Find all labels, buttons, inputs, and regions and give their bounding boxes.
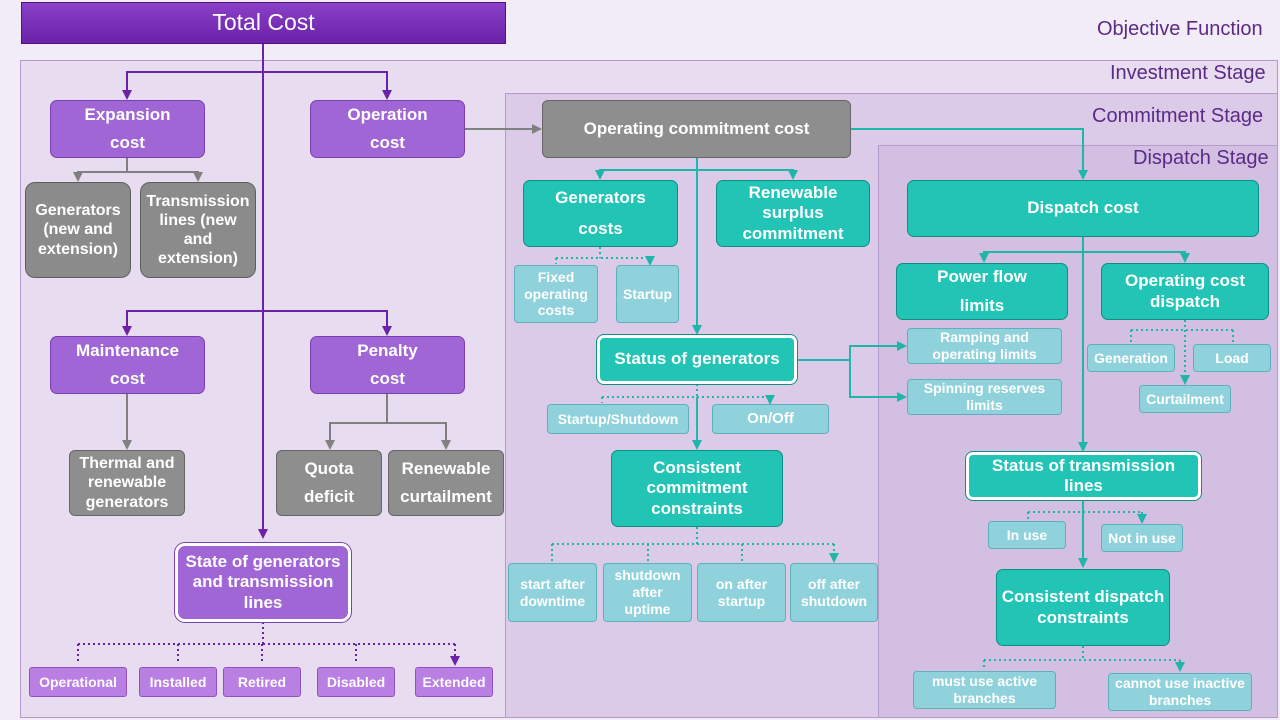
renewable-surplus-box: Renewable surplus commitment [716,180,870,247]
maintenance-cost-line1: Maintenance [76,340,179,360]
state-extended-box: Extended [415,667,493,697]
quota-deficit-box: Quota deficit [276,450,382,516]
thermal-renewable-box: Thermal and renewable generators [69,450,185,516]
total-cost-title: Total Cost [21,2,506,44]
consistent-dispatch-box: Consistent dispatch constraints [996,569,1170,646]
start-after-downtime-box: start after downtime [508,563,597,622]
quota-deficit-line1: Quota [304,458,354,478]
power-flow-limits-box: Power flow limits [896,263,1068,320]
maintenance-cost-line2: cost [110,369,145,388]
maintenance-cost-box: Maintenance cost [50,336,205,394]
transmission-new-box: Transmission lines (new and extension) [140,182,256,278]
fixed-operating-costs-box: Fixed operating costs [514,265,598,323]
commitment-stage-label: Commitment Stage [1092,105,1264,127]
generation-box: Generation [1087,344,1175,372]
power-flow-line2: limits [959,295,1005,315]
must-use-active-branches-box: must use active branches [913,671,1056,709]
operation-cost-line1: Operation [347,104,428,124]
renewable-curtailment-box: Renewable curtailment [388,450,504,516]
power-flow-line1: Power flow [937,267,1027,287]
startup-box: Startup [616,265,679,323]
penalty-cost-box: Penalty cost [310,336,465,394]
quota-deficit-line2: deficit [303,487,355,506]
on-after-startup-box: on after startup [697,563,786,622]
state-operational-box: Operational [29,667,127,697]
dispatch-stage-label: Dispatch Stage [1133,147,1269,169]
state-disabled-box: Disabled [317,667,395,697]
operation-cost-box: Operation cost [310,100,465,158]
ramping-limits-box: Ramping and operating limits [907,328,1062,364]
state-generators-lines-box: State of generators and transmission lin… [175,543,351,622]
operation-cost-line2: cost [370,133,405,152]
operating-commitment-cost-box: Operating commitment cost [542,100,851,158]
in-use-box: In use [988,521,1066,549]
generators-costs-line1: Generators [555,188,646,208]
curtailment-box: Curtailment [1139,385,1231,413]
expansion-cost-box: Expansion cost [50,100,205,158]
cannot-use-inactive-branches-box: cannot use inactive branches [1108,673,1252,711]
on-off-box: On/Off [712,404,829,434]
investment-stage-label: Investment Stage [1110,62,1266,84]
generators-costs-box: Generators costs [523,180,678,247]
not-in-use-box: Not in use [1101,524,1183,552]
generators-costs-line2: costs [578,218,623,238]
expansion-cost-line2: cost [110,133,145,152]
generators-new-box: Generators (new and extension) [25,182,131,278]
dispatch-cost-box: Dispatch cost [907,180,1259,237]
load-box: Load [1193,344,1271,372]
shutdown-after-uptime-box: shutdown after uptime [603,563,692,622]
state-installed-box: Installed [139,667,217,697]
state-retired-box: Retired [223,667,301,697]
status-of-transmission-lines-box: Status of transmission lines [966,452,1201,500]
off-after-shutdown-box: off after shutdown [790,563,878,622]
renewable-curtailment-line1: Renewable [401,458,491,478]
penalty-cost-line1: Penalty [357,340,418,360]
startup-shutdown-box: Startup/Shutdown [547,404,689,434]
dispatch-stage-frame [878,145,1278,718]
consistent-commitment-box: Consistent commitment constraints [611,450,783,527]
status-of-generators-box: Status of generators [597,335,797,384]
spinning-reserves-box: Spinning reserves limits [907,379,1062,415]
renewable-curtailment-line2: curtailment [400,487,492,506]
penalty-cost-line2: cost [370,369,405,388]
expansion-cost-line1: Expansion [84,104,171,124]
objective-function-label: Objective Function [1097,18,1263,40]
operating-cost-dispatch-box: Operating cost dispatch [1101,263,1269,320]
